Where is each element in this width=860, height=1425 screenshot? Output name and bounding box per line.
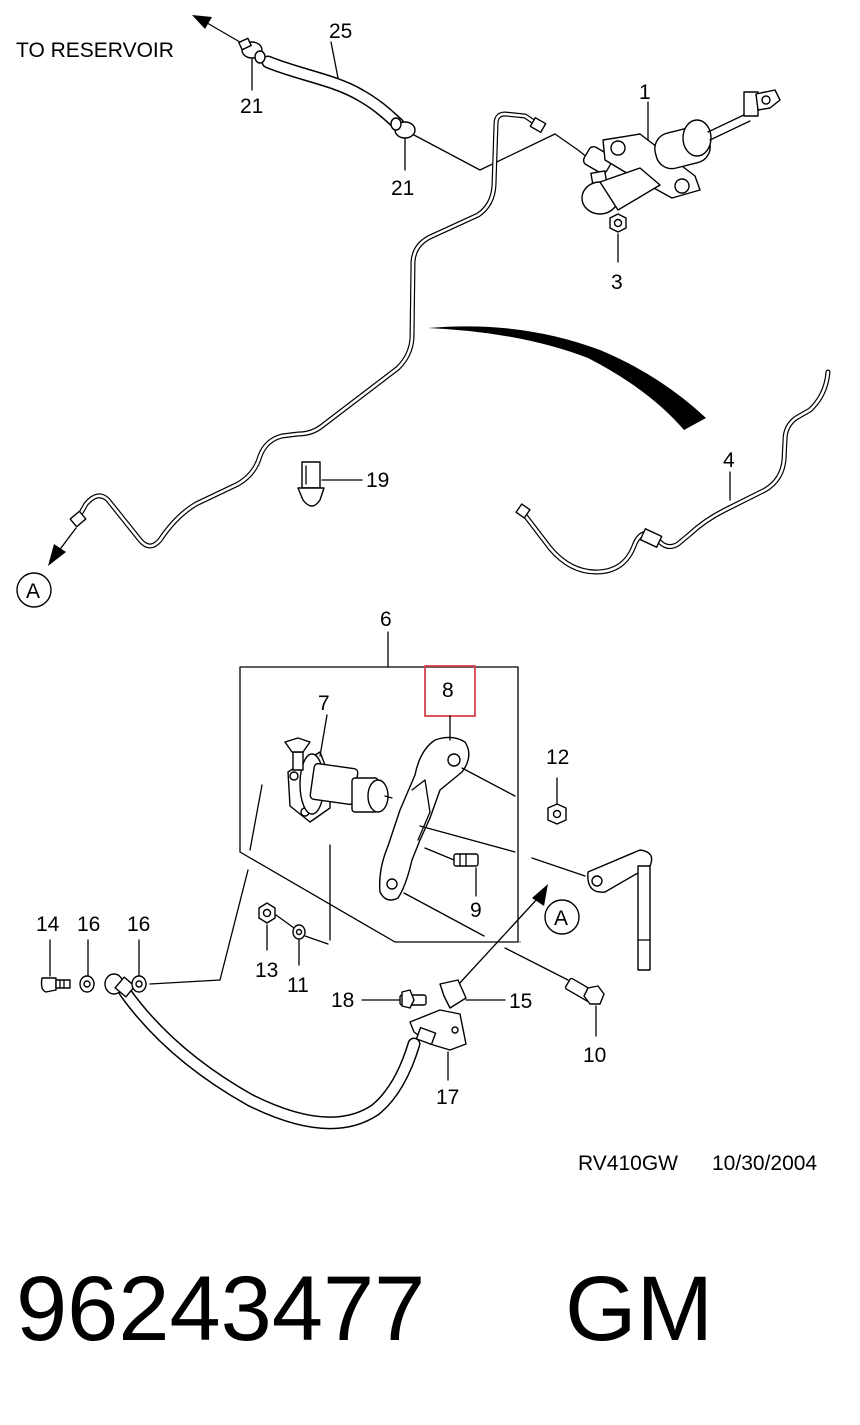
washer-16a xyxy=(79,975,95,993)
clip-15 xyxy=(439,979,467,1009)
clip-19 xyxy=(297,461,325,507)
callout-12: 12 xyxy=(546,746,569,769)
hose-clamp-upper xyxy=(238,37,266,64)
nut-13 xyxy=(258,902,276,924)
callout-6: 6 xyxy=(380,608,392,631)
callout-16-right: 16 xyxy=(127,913,150,936)
washer-16b xyxy=(131,975,147,993)
connector-a-left: A xyxy=(16,572,52,608)
callout-1: 1 xyxy=(639,81,651,104)
connector-a-arrow-right xyxy=(457,884,548,986)
callout-3: 3 xyxy=(611,271,623,294)
svg-text:A: A xyxy=(554,907,568,930)
to-reservoir-label: TO RESERVOIR xyxy=(16,39,174,62)
clutch-pipe-main xyxy=(75,111,543,549)
callout-21-upper: 21 xyxy=(240,95,263,118)
svg-text:A: A xyxy=(26,580,40,603)
bracket-17 xyxy=(409,1009,467,1051)
connector-a-arrow-left xyxy=(48,527,77,566)
callout-21-lower: 21 xyxy=(391,177,414,200)
drawing-date: 10/30/2004 xyxy=(712,1152,817,1175)
callout-13: 13 xyxy=(255,959,278,982)
assembly-direction-arrow xyxy=(428,326,706,430)
clutch-slave-cylinder xyxy=(284,737,393,823)
connector-a-right: A xyxy=(544,899,580,935)
nut-12 xyxy=(547,803,567,825)
callout-9: 9 xyxy=(470,899,482,922)
callout-25: 25 xyxy=(329,20,352,43)
pipe-clip xyxy=(639,528,663,548)
bolt-18 xyxy=(399,989,427,1009)
clutch-pipe-4 xyxy=(521,369,831,575)
brand-label: GM xyxy=(565,1258,713,1360)
pivot-stud xyxy=(587,849,653,971)
clutch-hose xyxy=(118,985,421,1130)
callout-15: 15 xyxy=(509,990,532,1013)
callout-11: 11 xyxy=(287,974,309,997)
drawing-ref: RV410GW xyxy=(578,1152,678,1175)
callout-8: 8 xyxy=(442,679,454,702)
bolt-10 xyxy=(564,977,605,1005)
washer-11 xyxy=(292,924,306,940)
bolt-9 xyxy=(453,853,479,867)
hose-clamp-lower xyxy=(390,117,416,139)
pipe-fitting-upper xyxy=(529,116,547,134)
callout-7: 7 xyxy=(318,692,330,715)
callout-4: 4 xyxy=(723,449,735,472)
callout-18: 18 xyxy=(331,989,354,1012)
clutch-master-cylinder xyxy=(554,89,781,215)
clutch-fork xyxy=(378,736,470,901)
assembly-6-outline xyxy=(239,666,519,943)
bolt-14 xyxy=(40,977,71,993)
reservoir-hose xyxy=(261,55,405,131)
nut-3 xyxy=(609,213,627,233)
callout-16-left: 16 xyxy=(77,913,100,936)
callout-19: 19 xyxy=(366,469,389,492)
part-number: 96243477 xyxy=(16,1258,425,1360)
callout-17: 17 xyxy=(436,1086,459,1109)
pipe-fitting-lower xyxy=(69,510,87,528)
reservoir-arrow xyxy=(192,15,246,46)
callout-14: 14 xyxy=(36,913,60,936)
pipe-end-fitting xyxy=(515,503,531,519)
hose-end-fitting xyxy=(104,973,136,998)
callout-10: 10 xyxy=(583,1044,606,1067)
